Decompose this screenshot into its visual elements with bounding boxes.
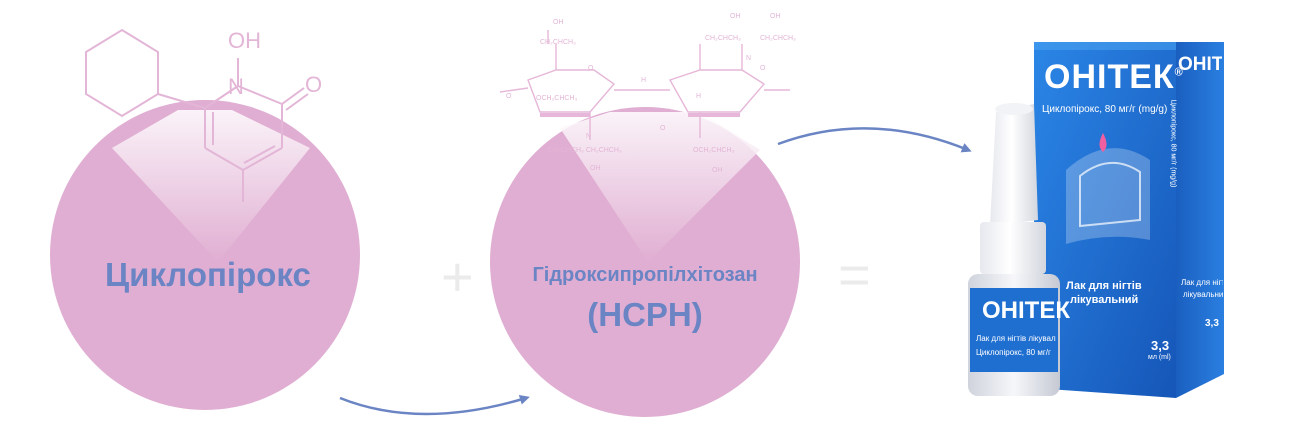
hcph-oh-4: OH [590,165,601,172]
hcph-structure [499,30,790,140]
box-brand-name: ОНІТЕК [1044,58,1175,96]
hcph-h-1: H [641,77,646,84]
hcph-oh-1: OH [553,19,564,26]
hcph-chain-1: CH₂CHCH₃ [540,39,576,46]
box-side-desc-line1: Лак для нігтів [1181,278,1223,287]
product-box [1034,42,1224,398]
oxygen-label: O [305,72,322,97]
bottle-line2: Циклопірокс, 80 мг/г [976,348,1051,357]
hcph-o-4: O [660,125,666,132]
hcph-och-2: OCH₂CHCH₃ [693,147,734,154]
hydroxyl-label: OH [228,28,261,53]
hcph-oh-3: OH [770,13,781,20]
hcph-oh-5: OH [712,167,723,174]
box-volume: 3,3 [1151,338,1170,353]
box-desc-line2: лікувальний [1070,294,1139,306]
registered-mark: ® [1174,66,1184,79]
box-brand: ОНІТЕК® [1044,58,1184,97]
hcph-label-line2: (HCPH) [587,296,703,333]
arrow-to-hcph [339,394,530,416]
arrow-to-product [777,127,972,153]
hcph-chain-pair: CH₂CHCH₃ CH₂CHCH₃ [548,147,622,154]
box-side-brand: ОНІТЕК [1178,54,1222,75]
hcph-circle [490,107,800,417]
hcph-o-3: O [506,93,512,100]
box-side-volume: 3,3 [1205,318,1219,329]
hcph-o-2: O [760,65,766,72]
hcph-labels: OH CH₂CHCH₃ OH OH CH₂CHCH₃ CH₂CHCH₃ N O … [506,13,796,174]
ciclopirox-atoms: OH N O [228,28,322,99]
ciclopirox-label: Циклопірокс [105,256,311,293]
equals-sign: = [838,243,871,306]
hcph-label-line1: Гідроксипропілхітозан [532,264,758,286]
box-desc-line1: Лак для нігтів [1066,280,1142,292]
box-subtitle: Циклопірокс, 80 мг/г (mg/g) [1042,104,1168,115]
bottle-line1: Лак для нігтів лікувальний [976,334,1056,343]
bottle-cap [990,104,1038,226]
hcph-chain-3: CH₂CHCH₃ [760,35,796,42]
bottle-label [970,288,1058,372]
drop-icon [1099,133,1107,152]
hcph-h-2: H [696,93,701,100]
hcph-chain-2: CH₂CHCH₃ [705,35,741,42]
ciclopirox-circle [50,100,360,410]
hcph-n-2: N [586,133,591,140]
hcph-n-1: N [746,55,751,62]
box-side-subtitle: Циклопірокс, 80 мг/г (mg/g) [1169,99,1177,188]
bottle-brand: ОНІТЕК [982,297,1070,324]
bottle [968,103,1060,396]
hcph-och-1: OCH₂CHCH₃ [536,95,577,102]
box-volume-unit: мл (ml) [1148,354,1171,361]
hcph-oh-2: OH [730,13,741,20]
ciclopirox-structure [85,28,309,202]
nitrogen-label: N [228,74,244,99]
hcph-o-1: O [588,65,594,72]
box-side-desc-line2: лікувальний [1183,290,1223,299]
plus-sign: + [441,245,474,308]
